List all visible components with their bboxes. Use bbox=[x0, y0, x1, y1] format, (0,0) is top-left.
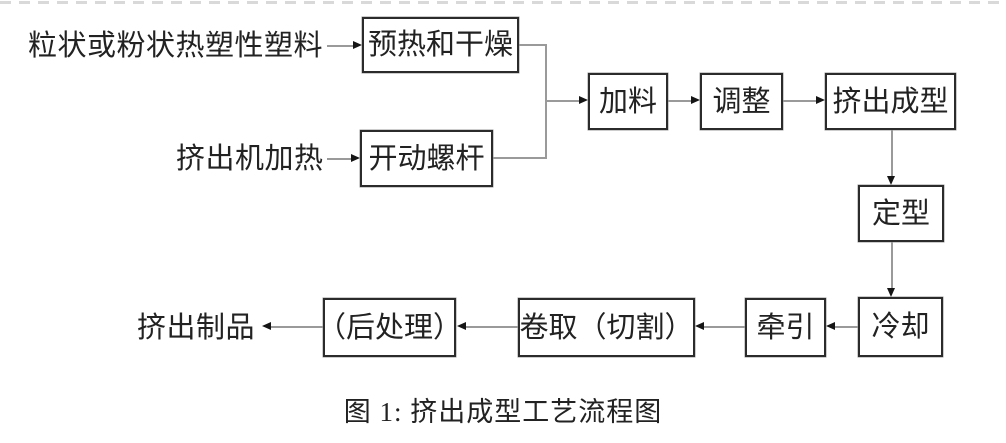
arrow-right-icon bbox=[351, 154, 360, 162]
edge-shaping-cooling-line bbox=[891, 242, 893, 289]
node-preheat-dry: 预热和干燥 bbox=[362, 17, 519, 73]
node-coiling-cutting: 卷取（切割） bbox=[518, 298, 695, 357]
node-pulling: 牵引 bbox=[745, 298, 826, 357]
arrow-down-icon bbox=[887, 288, 895, 297]
edge-feed-adjust-line bbox=[668, 100, 691, 102]
node-start-screw: 开动螺杆 bbox=[360, 130, 493, 187]
arrow-left-icon bbox=[826, 322, 835, 330]
input-label-extruder-heating: 挤出机加热 bbox=[176, 143, 324, 175]
dashed-top-rule bbox=[0, 1, 1006, 4]
edge-merge-vertical-line bbox=[545, 44, 547, 159]
arrow-right-icon bbox=[816, 96, 825, 104]
arrow-left-icon bbox=[695, 322, 704, 330]
node-adjust: 调整 bbox=[700, 73, 783, 130]
node-shaping: 定型 bbox=[858, 185, 944, 242]
arrow-right-icon bbox=[691, 96, 700, 104]
edge-pulling-coiling-line bbox=[704, 326, 745, 328]
arrow-right-icon bbox=[579, 96, 588, 104]
node-feed: 加料 bbox=[588, 73, 668, 130]
edge-screw-merge-line bbox=[493, 157, 546, 159]
edge-preheat-merge-line bbox=[519, 44, 546, 46]
edge-cooling-pulling-line bbox=[835, 326, 858, 328]
edge-extrusion-shaping-line bbox=[891, 130, 893, 177]
node-extrusion-molding: 挤出成型 bbox=[825, 73, 956, 130]
arrow-left-icon bbox=[457, 322, 466, 330]
node-post-processing: （后处理） bbox=[317, 298, 462, 357]
edge-raw-preheat-line bbox=[327, 45, 353, 47]
arrow-right-icon bbox=[353, 41, 362, 49]
arrow-down-icon bbox=[887, 176, 895, 185]
arrow-left-icon bbox=[262, 322, 271, 330]
input-label-raw-material: 粒状或粉状热塑性塑料 bbox=[28, 30, 324, 62]
edge-coiling-post-line bbox=[466, 326, 518, 328]
edge-heating-screw-line bbox=[327, 158, 351, 160]
edge-merge-feed-line bbox=[545, 100, 580, 102]
output-label-extruded-product: 挤出制品 bbox=[137, 312, 256, 344]
edge-post-product-line bbox=[271, 326, 323, 328]
figure-caption: 图 1: 挤出成型工艺流程图 bbox=[343, 397, 663, 427]
edge-adjust-extrusion-line bbox=[783, 100, 816, 102]
node-cooling: 冷却 bbox=[858, 297, 943, 357]
